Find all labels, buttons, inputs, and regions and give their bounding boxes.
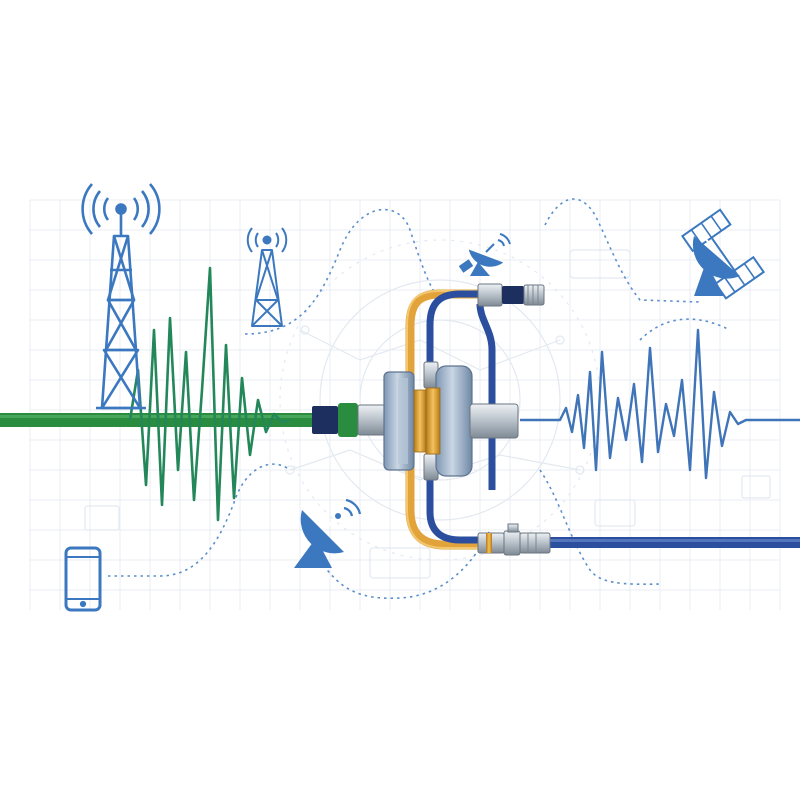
top-coupled-port-connector: [477, 283, 545, 307]
small-satellite-dish-icon: [458, 233, 511, 276]
small-cell-tower-icon: [246, 227, 288, 327]
dotted-path-top-right: [544, 198, 701, 303]
dotted-path-top-left: [244, 208, 441, 335]
dotted-path-bottom-left: [108, 463, 291, 577]
satellite-icon: [681, 208, 766, 300]
dotted-path-right-upper: [639, 318, 731, 341]
blue-output-cable: [548, 537, 800, 548]
blue-rf-signal-waveform: [520, 328, 800, 480]
smartphone-icon: [64, 546, 102, 612]
bottom-output-port-connector: [477, 523, 551, 556]
directional-coupler-icon: [312, 361, 519, 481]
dotted-path-bottom-right: [539, 469, 661, 586]
blue-vertical-cable: [476, 303, 496, 490]
satellite-dish-icon: [294, 498, 362, 568]
dotted-link-paths: [108, 198, 731, 600]
green-rf-signal-waveform: [128, 266, 291, 522]
large-cell-tower-icon: [81, 183, 161, 410]
dotted-path-bottom-center: [319, 529, 491, 600]
